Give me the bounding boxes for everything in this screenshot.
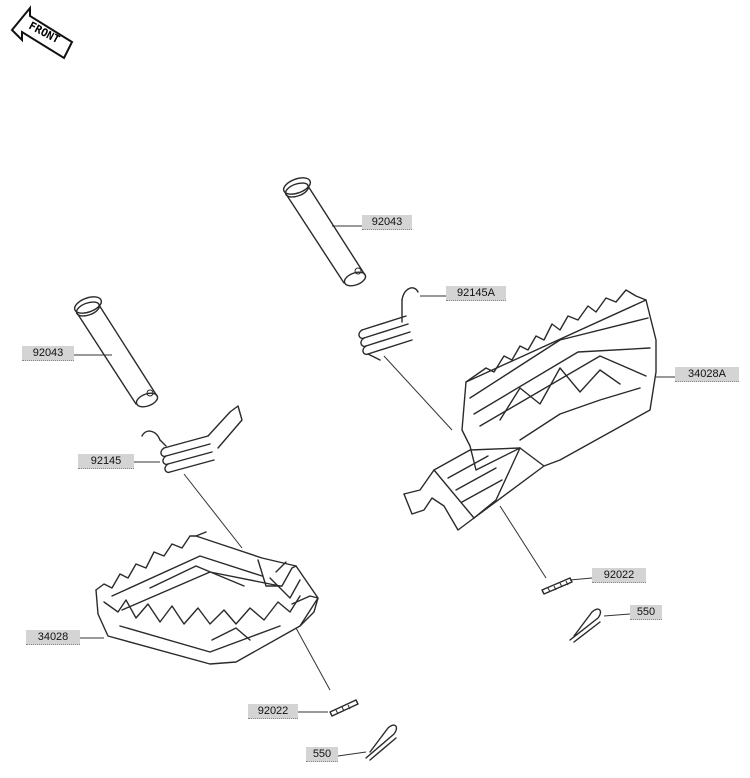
pivot-pin-left bbox=[73, 296, 159, 408]
leader-lines bbox=[74, 225, 675, 757]
pivot-pin-right bbox=[282, 177, 367, 287]
callout-34028A: 34028A bbox=[675, 367, 739, 382]
callout-550-right: 550 bbox=[630, 605, 662, 620]
callout-34028: 34028 bbox=[26, 630, 80, 645]
footpeg-right bbox=[403, 289, 657, 531]
return-spring-right bbox=[358, 287, 419, 361]
callout-92022-right: 92022 bbox=[592, 568, 646, 583]
front-arrow-icon: FRONT bbox=[10, 5, 74, 60]
clevis-pin-right bbox=[541, 577, 573, 595]
clevis-pin-left bbox=[329, 699, 359, 717]
cotter-pin-right bbox=[569, 608, 602, 643]
callout-92145: 92145 bbox=[78, 454, 134, 469]
callout-550-left: 550 bbox=[306, 747, 338, 762]
callout-92043-left: 92043 bbox=[22, 346, 74, 361]
cotter-pin-left bbox=[365, 724, 398, 761]
callout-92022-left: 92022 bbox=[248, 704, 298, 719]
callout-92043-right: 92043 bbox=[362, 215, 412, 230]
return-spring-left bbox=[141, 405, 243, 474]
callout-92145A: 92145A bbox=[446, 286, 506, 301]
footpeg-left bbox=[95, 531, 319, 665]
